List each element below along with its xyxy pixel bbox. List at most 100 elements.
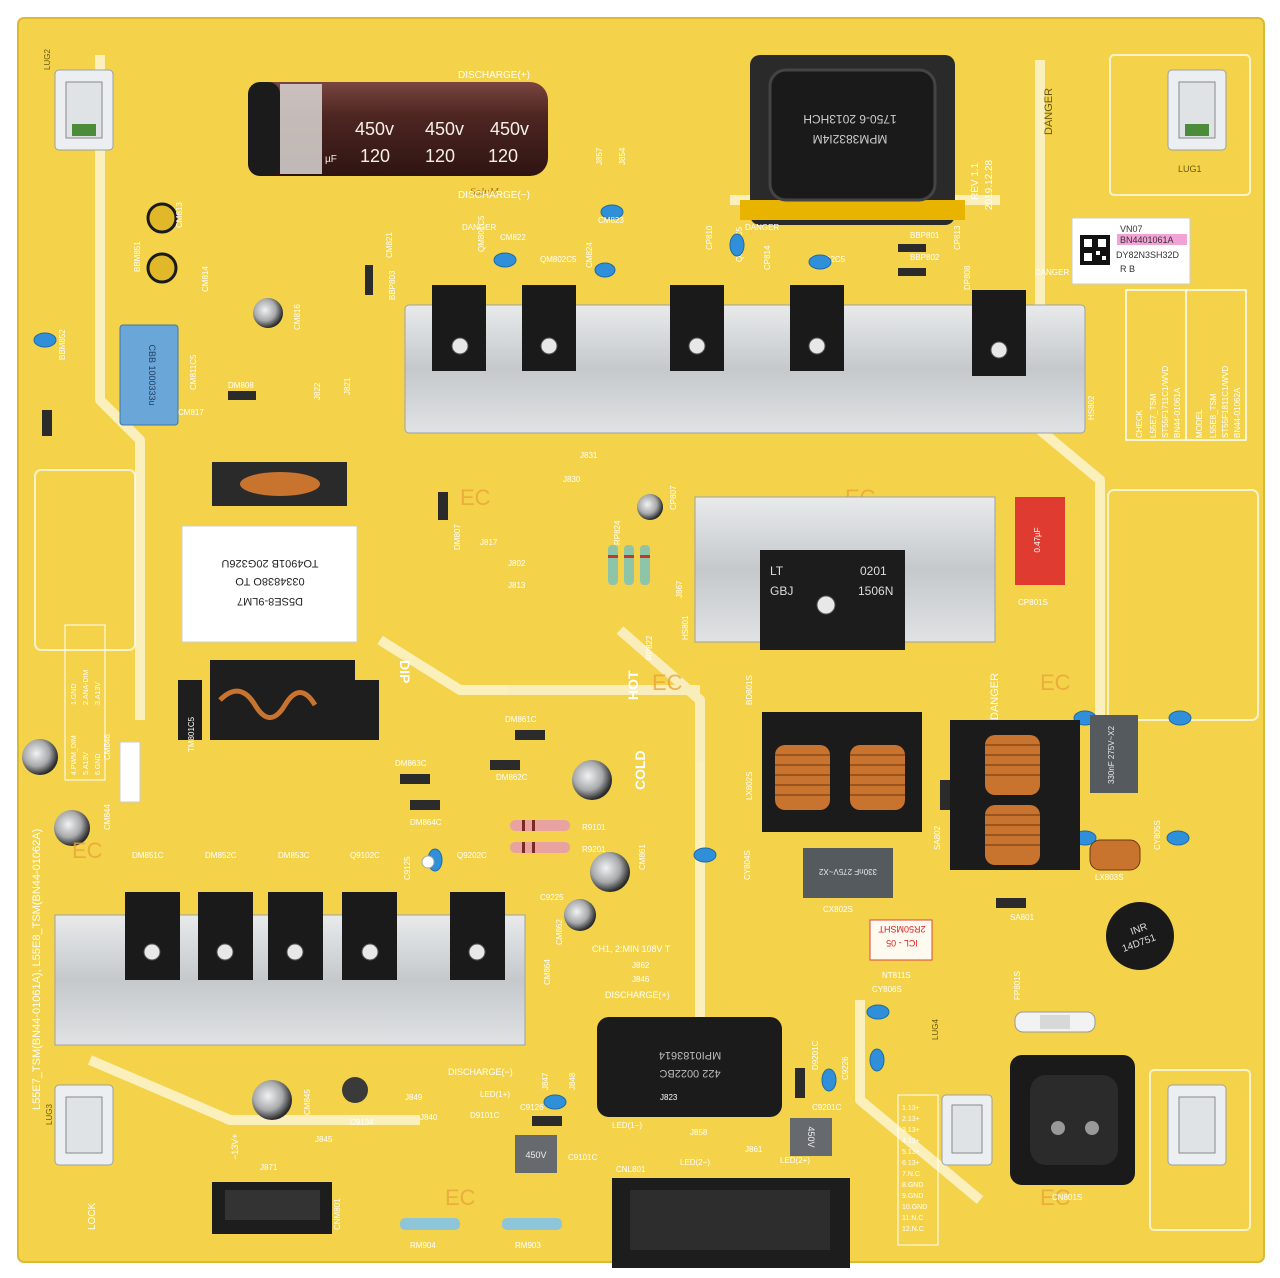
cap-capacitance-1: 120 (360, 146, 390, 166)
led1p-label: LED(1+) (480, 1090, 510, 1099)
j823-label: J823 (660, 1093, 678, 1102)
diodes (42, 244, 1026, 1126)
cm845-label: CM845 (303, 1089, 312, 1115)
lug-bottom-middle: LUG4 (931, 1019, 993, 1166)
film-cap-450v-left: 450V (515, 1135, 557, 1173)
fuse (1014, 1011, 1096, 1033)
cp801s-label: CP801S (1018, 598, 1048, 607)
cnl801-pin-3: 4.13+ (902, 1138, 920, 1145)
lug-bottom-right (1167, 1084, 1227, 1166)
sa802-label: SA802 (933, 825, 942, 850)
dm861-label: DM861C (505, 715, 537, 724)
cy805s-label: CY805S (1153, 820, 1162, 850)
cm814-label: CM814 (201, 266, 210, 292)
bottom-inductor: MPI0183614 422 0022BC (597, 1017, 782, 1117)
c9101-label: C9101C (568, 1153, 598, 1162)
bbm851-label: BBM851 (133, 241, 142, 272)
cap-unit: µF (325, 154, 337, 165)
cnl801-pin-4: 5.13+ (902, 1149, 920, 1156)
r9101-label: R9101 (582, 823, 606, 832)
cm864-label: CM864 (543, 959, 552, 985)
qm802-label: QM802C5 (540, 255, 577, 264)
cm822-label: CM822 (500, 233, 526, 242)
c9125-label: C9125 (403, 856, 412, 880)
cap-capacitance-2: 120 (425, 146, 455, 166)
cnm801-pin-2: 3.A13V (95, 682, 102, 705)
rm904-label: RM904 (410, 1241, 436, 1250)
lug3-label: LUG3 (45, 1104, 54, 1125)
cnl801-pin-11: 12.N.C (902, 1226, 924, 1233)
cnl801-pin-6: 7.N.C (902, 1171, 920, 1178)
top-transformer-line1: MPM3832I4M (813, 132, 888, 146)
ec-mark-6: EC (445, 1185, 476, 1210)
cnl801-label: CNL801 (616, 1165, 646, 1174)
bottom-resistors (400, 1218, 562, 1230)
green-resistors (608, 545, 650, 585)
x2-filter-capacitor-1: 330nF 275V~X2 (1090, 715, 1138, 793)
dm807-label: DM807 (453, 524, 462, 550)
rev-label: REV 1.1 (970, 162, 981, 200)
cm817-label: CM817 (178, 408, 204, 417)
q9202-label: Q9202C (457, 851, 487, 860)
j840-label: J840 (420, 1113, 438, 1122)
left-transformer-line1: D5SE8-9LM7 (237, 595, 303, 607)
d9201-label: D9201C (811, 1040, 820, 1070)
danger-label-3: DANGER (1035, 268, 1069, 277)
dm862-label: DM862C (496, 773, 528, 782)
j802-label: J802 (508, 559, 526, 568)
cnl801-pin-8: 9.GND (902, 1193, 923, 1200)
hs801-label: HS801 (681, 615, 690, 640)
discharge-minus-top: DISCHARGE(−) (458, 190, 530, 201)
bottom-inductor-line1: MPI0183614 (659, 1049, 721, 1061)
film-cap-450v-right: 450V (790, 1118, 832, 1156)
check-col2-2: ST55F1811C1/WVD (1221, 365, 1230, 438)
j831-label: J831 (580, 451, 598, 460)
cm862-label: CM862 (555, 919, 564, 945)
check-col2-3: BN44-01062A (1233, 387, 1242, 438)
hot-label: HOT (625, 670, 641, 700)
cap450-left-text: 450V (525, 1150, 546, 1160)
discharge-minus-bottom: DISCHARGE(−) (448, 1067, 513, 1077)
small-white-label (119, 741, 141, 803)
j858-label: J858 (690, 1128, 708, 1137)
rp822-label: RP822 (645, 635, 654, 660)
sticker-line1: VN07 (1120, 224, 1143, 234)
left-transformer: D5SE8-9LM7 0334838O TO TO4901B 20G326U (178, 462, 379, 740)
j857-label: J857 (595, 147, 604, 165)
lug-top-left: LUG2 (43, 49, 114, 151)
ec-mark-1: EC (460, 485, 491, 510)
nt811s-label: NT811S (882, 971, 911, 980)
common-mode-choke-2 (950, 720, 1080, 870)
check-col2-1: L55E8_TSM (1209, 393, 1218, 438)
fuse-label: FP801S (1013, 971, 1022, 1000)
cp813-label: CP813 (953, 225, 962, 250)
sticker-line3: DY82N3SH32D (1116, 250, 1180, 260)
cap-brand: SoluM (470, 186, 500, 198)
cap-capacitance-3: 120 (488, 146, 518, 166)
lx803s-label: LX803S (1095, 873, 1123, 882)
top-transformer-line2: 1750-6 2013HCH (803, 112, 896, 126)
bridge-line3: 0201 (860, 564, 887, 578)
dm853-label: DM853C (278, 851, 310, 860)
cnl801-pin-10: 11.N.C (902, 1215, 923, 1222)
qm801-label: QM801C5 (477, 215, 486, 252)
tm801-label: TM801C5 (187, 716, 196, 752)
cn801s-label: CN801S (1052, 1193, 1082, 1202)
check-col1-0: CHECK (1135, 409, 1144, 438)
cap-voltage-1: 450v (355, 119, 394, 139)
thermistor: INR 14D751 (1106, 902, 1174, 970)
c9201-label: C9201C (812, 1103, 842, 1112)
cnl801-pin-2: 3.13+ (902, 1127, 920, 1134)
cap450-right-text: 450V (806, 1126, 816, 1147)
d9101-label: D9101C (470, 1111, 500, 1120)
dm864-label: DM864C (410, 818, 442, 827)
top-heatsink: HS802 (404, 285, 1096, 434)
bridge-line2: GBJ (770, 584, 793, 598)
c9126-label: C9126 (520, 1103, 544, 1112)
sticker-line2: BN4401061A (1120, 235, 1174, 245)
j813-label: J813 (508, 581, 526, 590)
main-electrolytic-capacitor: 450v 450v 450v 120 120 120 µF SoluM (248, 82, 548, 198)
led2m-label: LED(2−) (680, 1158, 710, 1167)
cnl801-pin-9: 10.GND (902, 1204, 927, 1211)
left-transformer-line2: 0334838O TO (235, 575, 305, 587)
